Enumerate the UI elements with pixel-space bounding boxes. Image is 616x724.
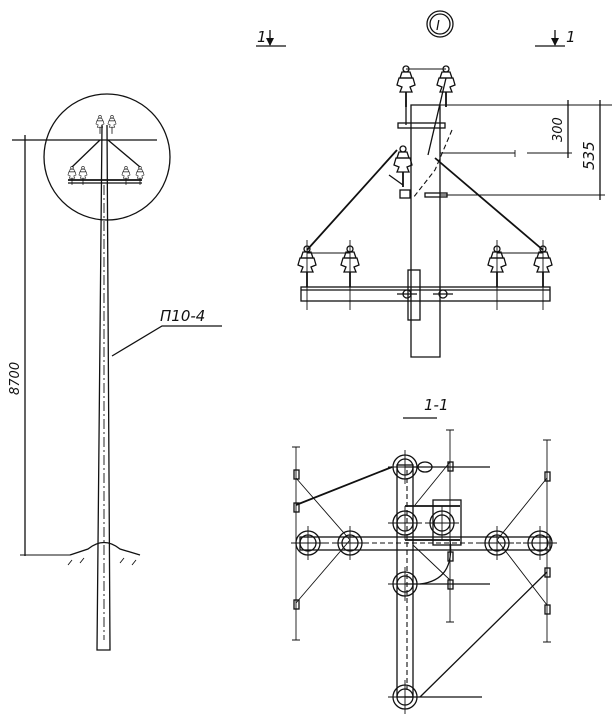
jumper-wire [427, 77, 447, 156]
ring-fitting-icon [332, 525, 368, 561]
section-mark-right-label: 1 [566, 28, 576, 46]
pole-elevation: 8700 П10-4 [8, 93, 222, 651]
section-mark-left: 1 [256, 28, 286, 47]
insulator-icon [67, 166, 77, 186]
section-view: 1-1 [290, 396, 558, 715]
pole-type-label: П10-4 [160, 307, 205, 325]
insulator-icon [107, 115, 117, 135]
ground-hatch [67, 557, 137, 566]
arrow-down-icon [266, 38, 274, 46]
detail-marker-label: I [436, 19, 440, 34]
insulator-axes [306, 240, 544, 310]
ring-fitting-icon [424, 505, 460, 541]
ring-fitting-icon [522, 525, 558, 561]
section-title: 1-1 [424, 396, 449, 414]
detail-view: I 1 1 [256, 10, 612, 358]
crossarm [300, 286, 551, 302]
arrow-down-icon [551, 38, 559, 46]
section-mark-right: 1 [535, 28, 576, 47]
crossarm-bolts [397, 289, 453, 299]
dimension-535-label: 535 [580, 141, 598, 170]
insulator-icon [135, 166, 145, 186]
section-mark-left-label: 1 [257, 28, 267, 46]
crossarm-clamp [407, 269, 421, 321]
middle-bracket [399, 189, 411, 199]
dimension-300-label: 300 [551, 117, 566, 142]
ground-mound [69, 541, 141, 556]
pole-label-leader [111, 325, 222, 357]
left-brace [306, 149, 398, 251]
ring-fitting-icon [387, 505, 423, 541]
insulator-icon [121, 166, 131, 186]
section-wires [292, 429, 551, 698]
insulator-icon [95, 115, 105, 135]
insulator-icon [78, 166, 88, 186]
right-brace [434, 157, 544, 251]
pole-shaft [96, 124, 111, 651]
section-bracket-box [432, 499, 462, 546]
dimensions: 300 535 [440, 100, 612, 200]
detail-marker: I [426, 10, 454, 38]
detail-pole [410, 104, 441, 358]
top-bracket [397, 122, 446, 129]
hidden-wire [412, 129, 453, 199]
height-dimension-label: 8700 [8, 362, 23, 395]
pole-head-mini [67, 115, 145, 186]
insulator-icon [436, 65, 456, 108]
